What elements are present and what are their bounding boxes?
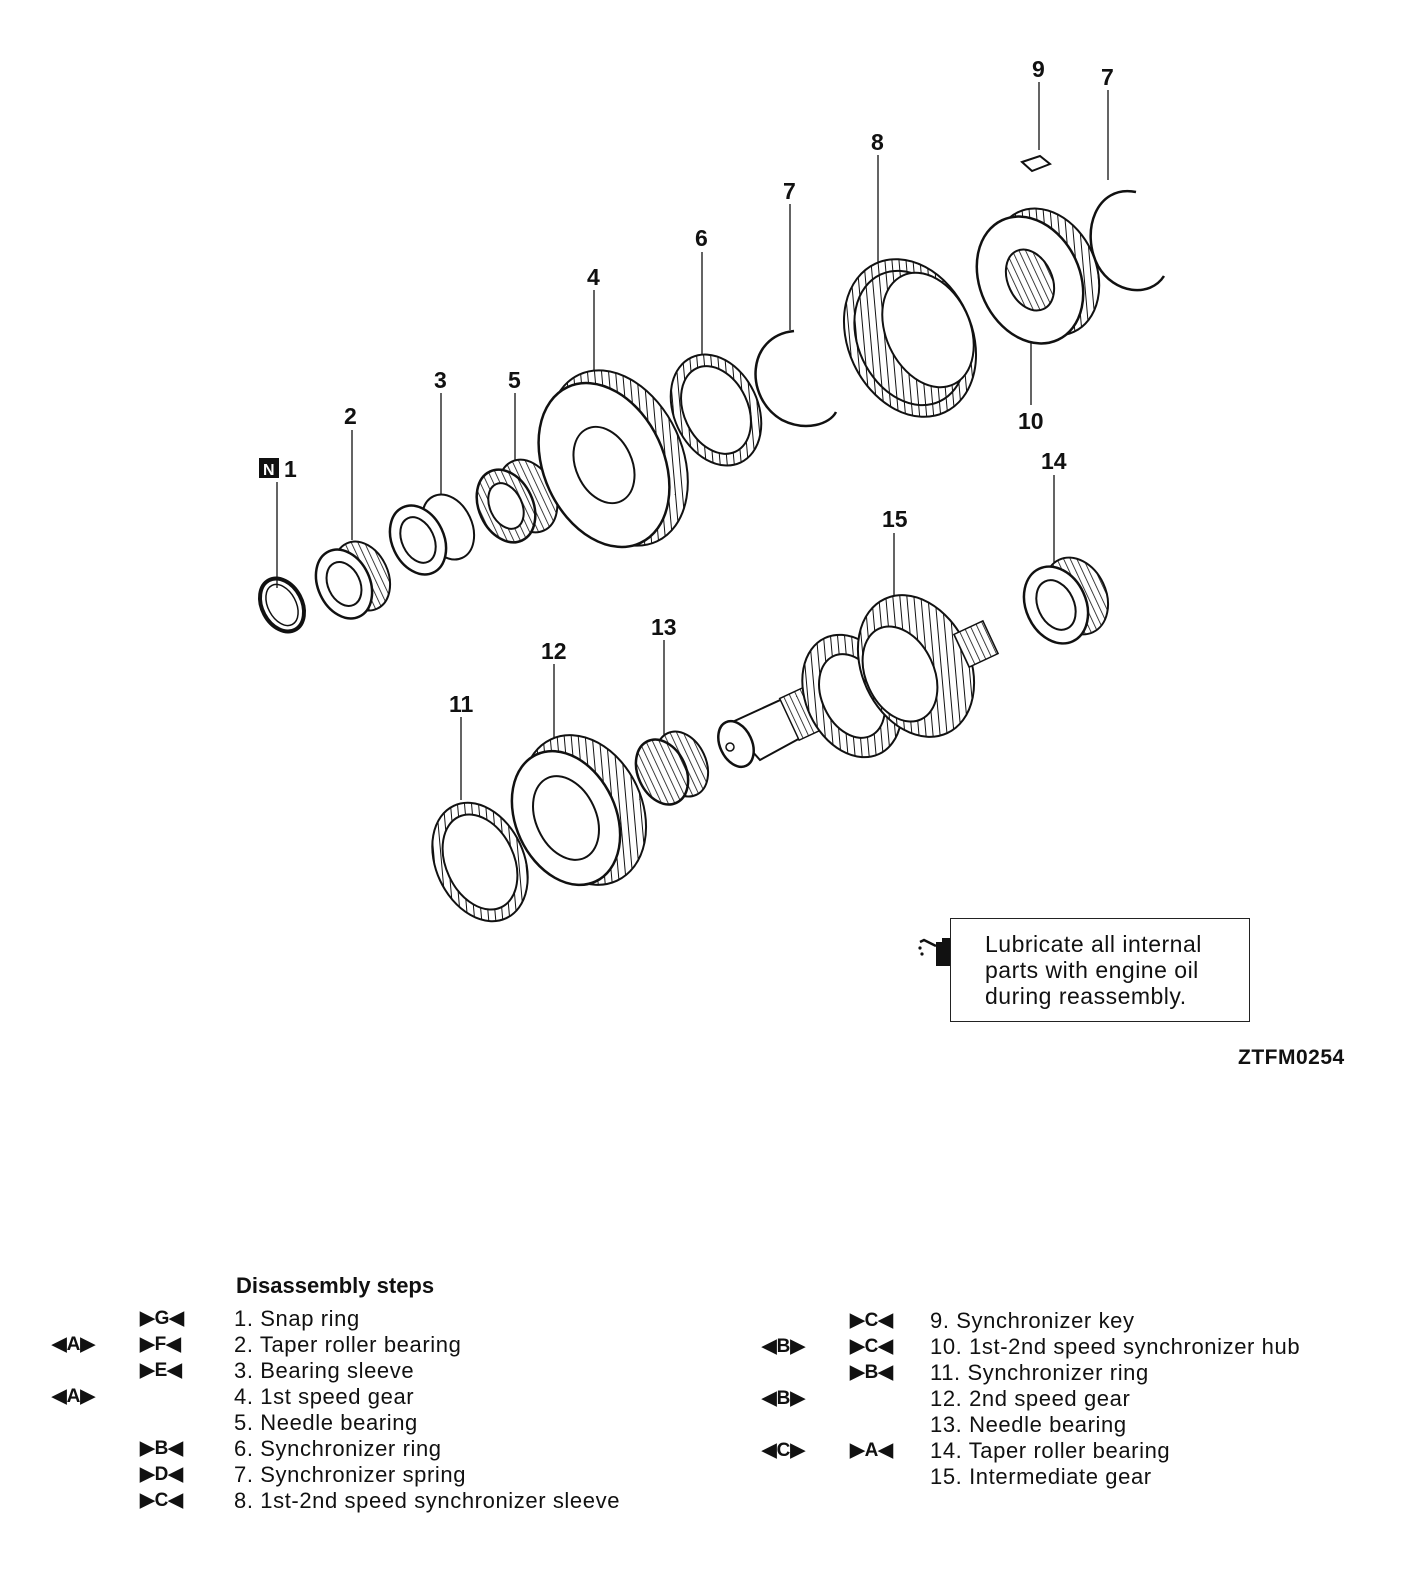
step-label: 14. Taper roller bearing	[930, 1438, 1171, 1463]
step-row: ▶G◀ 1. Snap ring	[0, 1306, 700, 1332]
callout-13: 13	[651, 614, 677, 640]
service-mark-reassembly: ▶A◀	[850, 1440, 893, 1461]
step-row: ▶B◀ 6. Synchronizer ring	[0, 1436, 700, 1462]
step-row: ◀B▶ ▶C◀ 10. 1st-2nd speed synchronizer hub	[700, 1334, 1400, 1360]
step-label: 9. Synchronizer key	[930, 1308, 1135, 1333]
callout-12: 12	[541, 638, 567, 664]
lubrication-note-text: Lubricate all internal parts with engine…	[985, 931, 1202, 1009]
synchronizer-ring-part	[669, 353, 763, 467]
callout-3: 3	[434, 367, 447, 393]
step-row: ◀C▶ ▶A◀ 14. Taper roller bearing	[700, 1438, 1400, 1464]
step-label: 1. Snap ring	[234, 1306, 360, 1331]
callout-6: 6	[695, 225, 708, 251]
step-row: 13. Needle bearing	[700, 1412, 1400, 1438]
callout-8: 8	[871, 129, 884, 155]
step-label: 4. 1st speed gear	[234, 1384, 415, 1409]
new-part-badge-text: N	[263, 462, 275, 479]
step-row: ▶B◀ 11. Synchronizer ring	[700, 1360, 1400, 1386]
snap-ring-part	[257, 576, 307, 634]
steps-left-column: ▶G◀ 1. Snap ring ◀A▶ ▶F◀ 2. Taper roller bea…	[0, 1306, 700, 1514]
service-mark-disassembly: ◀B▶	[762, 1388, 805, 1409]
callout-labels: N 1 2 3 5 4 6 7 8 9 7 10 14 15 13 12 11	[259, 56, 1114, 717]
step-row: ▶C◀ 8. 1st-2nd speed synchronizer sleeve	[0, 1488, 700, 1514]
synchronizer-spring-part-upper	[1089, 189, 1166, 292]
synchronizer-hub-part	[975, 207, 1101, 345]
service-mark-disassembly: ◀C▶	[762, 1440, 805, 1461]
step-label: 12. 2nd speed gear	[930, 1386, 1131, 1411]
synchronizer-ring-11-part	[431, 801, 529, 923]
needle-bearing-13-part	[634, 730, 710, 806]
callout-9: 9	[1032, 56, 1045, 82]
step-row: 15. Intermediate gear	[700, 1464, 1400, 1490]
service-mark-reassembly: ▶D◀	[140, 1464, 183, 1485]
callout-7-upper: 7	[1101, 64, 1114, 90]
service-mark-reassembly: ▶C◀	[140, 1490, 183, 1511]
step-row: 5. Needle bearing	[0, 1410, 700, 1436]
step-label: 6. Synchronizer ring	[234, 1436, 442, 1461]
callout-5: 5	[508, 367, 521, 393]
second-speed-gear-part	[510, 734, 648, 887]
service-mark-reassembly: ▶C◀	[850, 1310, 893, 1331]
service-mark-disassembly: ◀A▶	[52, 1334, 95, 1355]
callout-7-lower: 7	[783, 178, 796, 204]
service-mark-disassembly: ◀B▶	[762, 1336, 805, 1357]
callout-14: 14	[1041, 448, 1067, 474]
step-row: ◀B▶ 12. 2nd speed gear	[700, 1386, 1400, 1412]
synchronizer-sleeve-part	[842, 258, 978, 418]
needle-bearing-part	[475, 458, 559, 544]
exploded-view-diagram: N 1 2 3 5 4 6 7 8 9 7 10 14 15 13 12 11	[257, 56, 1166, 923]
steps-right-column: ▶C◀ 9. Synchronizer key◀B▶▶C◀10. 1st-2nd…	[700, 1308, 1400, 1490]
step-row: ◀A▶ 4. 1st speed gear	[0, 1384, 700, 1410]
step-row: ◀A▶ ▶F◀ 2. Taper roller bearing	[0, 1332, 700, 1358]
callout-4: 4	[587, 264, 600, 290]
step-label: 8. 1st-2nd speed synchronizer sleeve	[234, 1488, 621, 1513]
synchronizer-spring-part	[754, 329, 838, 428]
service-mark-disassembly: ◀A▶	[52, 1386, 95, 1407]
step-row: ▶C◀ 9. Synchronizer key	[700, 1308, 1400, 1334]
step-label: 5. Needle bearing	[234, 1410, 418, 1435]
synchronizer-key-part	[1020, 154, 1052, 173]
step-label: 2. Taper roller bearing	[234, 1332, 462, 1357]
step-label: 15. Intermediate gear	[930, 1464, 1152, 1489]
callout-1: 1	[284, 456, 297, 482]
step-label: 13. Needle bearing	[930, 1412, 1127, 1437]
taper-roller-bearing-14-part	[1022, 556, 1110, 645]
callout-2: 2	[344, 403, 357, 429]
step-label: 7. Synchronizer spring	[234, 1462, 467, 1487]
figure-code: ZTFM0254	[1238, 1046, 1345, 1069]
intermediate-gear-part	[717, 594, 1000, 769]
step-row: ▶D◀ 7. Synchronizer spring	[0, 1462, 700, 1488]
step-label: 11. Synchronizer ring	[930, 1360, 1149, 1385]
service-mark-reassembly: ▶F◀	[140, 1334, 181, 1355]
new-part-badge	[259, 458, 279, 478]
taper-roller-bearing-part	[314, 540, 392, 620]
service-mark-reassembly: ▶G◀	[140, 1308, 185, 1329]
callout-11: 11	[449, 691, 474, 717]
first-speed-gear-part	[537, 369, 689, 549]
service-mark-reassembly: ▶E◀	[140, 1360, 182, 1381]
bearing-sleeve-part	[388, 493, 476, 576]
lubrication-note: Lubricate all internal parts with engine…	[950, 918, 1250, 1022]
service-mark-reassembly: ▶B◀	[140, 1438, 183, 1459]
step-label: 10. 1st-2nd speed synchronizer hub	[930, 1334, 1301, 1359]
step-label: 3. Bearing sleeve	[234, 1358, 415, 1383]
service-mark-reassembly: ▶C◀	[850, 1336, 893, 1357]
callout-15: 15	[882, 506, 908, 532]
step-row: ▶E◀ 3. Bearing sleeve	[0, 1358, 700, 1384]
service-mark-reassembly: ▶B◀	[850, 1362, 893, 1383]
callout-10: 10	[1018, 408, 1044, 434]
steps-title: Disassembly steps	[236, 1273, 435, 1298]
